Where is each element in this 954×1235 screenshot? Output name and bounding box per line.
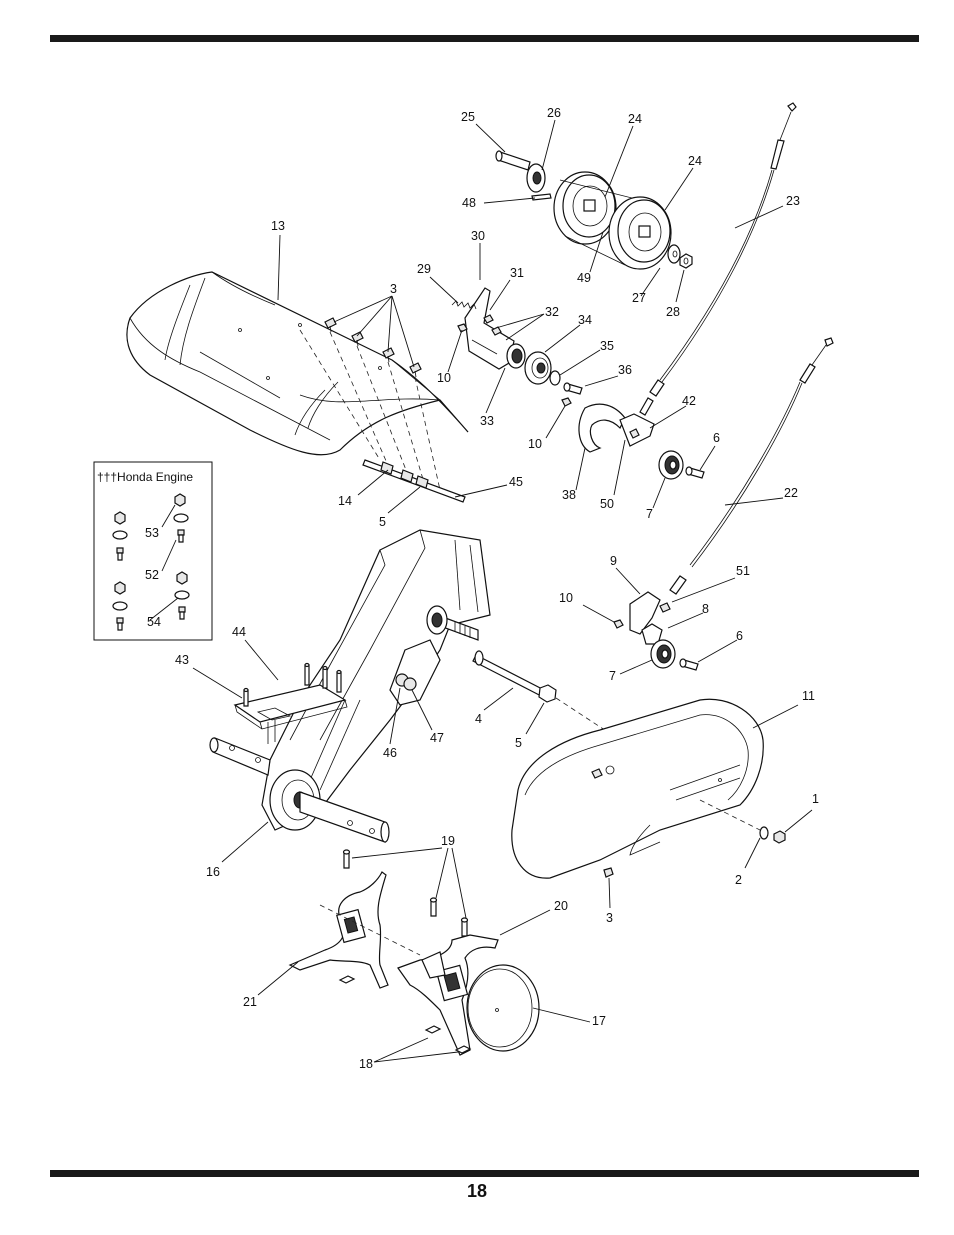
callout-2: 2 [735,873,742,887]
callout-33: 33 [480,414,494,428]
top-rule [50,35,919,42]
callout-13: 13 [271,219,285,233]
callout-1: 1 [812,792,819,806]
callout-16: 16 [206,865,220,879]
shield-rod [362,459,466,503]
tine-shield [126,271,469,456]
callout-32: 32 [545,305,559,319]
callout-11: 11 [802,689,815,703]
callout-24-lower: 24 [688,154,702,168]
mounting-plate [233,662,348,744]
callout-47: 47 [430,731,444,745]
callout-10-middle: 10 [528,437,542,451]
callout-10-lower: 10 [559,591,573,605]
callout-25: 25 [461,110,475,124]
callout-7-lower: 7 [609,669,616,683]
callout-51: 51 [736,564,750,578]
callout-31: 31 [510,266,524,280]
callout-30: 30 [471,229,485,243]
callout-38: 38 [562,488,576,502]
page-number: 18 [466,1181,488,1201]
callout-46: 46 [383,746,397,760]
leader-lines [149,119,813,1063]
callout-5-upper: 5 [379,515,386,529]
lower-idler-arm [613,591,699,671]
callout-9: 9 [610,554,617,568]
callout-36: 36 [618,363,632,377]
callout-4: 4 [475,712,482,726]
callout-52: 52 [145,568,159,582]
callout-20: 20 [554,899,568,913]
callout-6-upper: 6 [713,431,720,445]
callout-29: 29 [417,262,431,276]
callout-18: 18 [359,1057,373,1071]
axle-bolt [472,650,621,741]
callout-6-lower: 6 [736,629,743,643]
callout-27: 27 [632,291,646,305]
belt-cover [511,698,786,879]
callout-50: 50 [600,497,614,511]
callout-3-upper: 3 [390,282,397,296]
callout-19: 19 [441,834,455,848]
callout-44: 44 [232,625,246,639]
callout-10-upper: 10 [437,371,451,385]
upper-idler-arm [561,397,705,480]
callout-7-upper: 7 [646,507,653,521]
bottom-rule [50,1170,919,1177]
transmission-frame [209,529,491,843]
callout-3-lower: 3 [606,911,613,925]
cable-22 [669,337,834,595]
callout-48: 48 [462,196,476,210]
callout-43: 43 [175,653,189,667]
inset-title: †††Honda Engine [97,470,193,484]
tines [288,849,540,1056]
idler-bracket [451,287,583,395]
callout-24-upper: 24 [628,112,642,126]
cable-23 [639,102,797,416]
callout-42: 42 [682,394,696,408]
callout-8: 8 [702,602,709,616]
callout-labels: 25 26 24 24 23 48 49 27 28 13 30 29 31 3… [145,106,819,1071]
callout-53: 53 [145,526,159,540]
callout-22: 22 [784,486,798,500]
callout-45: 45 [509,475,523,489]
alignment-lines-shield [299,329,441,491]
callout-49: 49 [577,271,591,285]
callout-14: 14 [338,494,352,508]
callout-54: 54 [147,615,161,629]
callout-26: 26 [547,106,561,120]
callout-5-lower: 5 [515,736,522,750]
callout-34: 34 [578,313,592,327]
callout-17: 17 [592,1014,606,1028]
callout-21: 21 [243,995,257,1009]
callout-23: 23 [786,194,800,208]
pulley-assembly [495,150,693,270]
callout-35: 35 [600,339,614,353]
honda-engine-inset: †††Honda Engine [93,461,213,641]
callout-28: 28 [666,305,680,319]
